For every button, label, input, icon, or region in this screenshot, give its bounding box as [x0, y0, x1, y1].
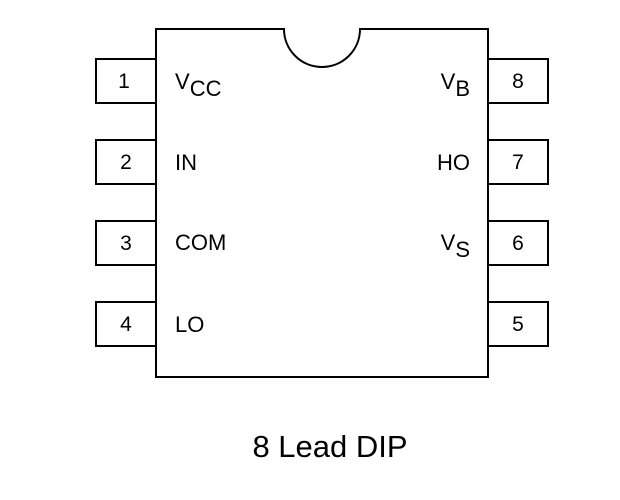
- pin-box-4: [95, 301, 157, 347]
- pin-box-5: [487, 301, 549, 347]
- pin-label-4: LO: [175, 312, 204, 337]
- pin-label-8-sub: B: [455, 76, 470, 101]
- pin-box-8: [487, 58, 549, 104]
- pin-box-6: [487, 220, 549, 266]
- pin-label-6-sub: S: [455, 237, 470, 262]
- pin-box-2: [95, 139, 157, 185]
- pin-label-7: HO: [437, 150, 470, 175]
- pin-label-8: VB: [441, 69, 470, 101]
- pin-label-1-sub: CC: [190, 76, 222, 101]
- pin-number-5: 5: [512, 313, 524, 336]
- pin-label-8-main: V: [441, 69, 456, 94]
- pin-number-3: 3: [120, 232, 132, 255]
- pin-number-2: 2: [120, 151, 132, 174]
- pin-label-1-main: V: [175, 69, 190, 94]
- pin-label-6-main: V: [441, 230, 456, 255]
- pin-label-2: IN: [175, 150, 197, 175]
- pin-label-1: VCC: [175, 69, 222, 101]
- pin-number-7: 7: [512, 151, 524, 174]
- pin-number-8: 8: [512, 70, 524, 93]
- pin-box-1: [95, 58, 157, 104]
- pin-label-6: VS: [441, 230, 470, 262]
- pin-number-4: 4: [120, 313, 132, 336]
- pin-number-6: 6: [512, 232, 524, 255]
- pin-box-7: [487, 139, 549, 185]
- pin-number-1: 1: [118, 70, 130, 93]
- pin-box-3: [95, 220, 157, 266]
- diagram-caption: 8 Lead DIP: [252, 429, 407, 464]
- pin-label-3: COM: [175, 230, 226, 255]
- chip-body: [155, 28, 489, 378]
